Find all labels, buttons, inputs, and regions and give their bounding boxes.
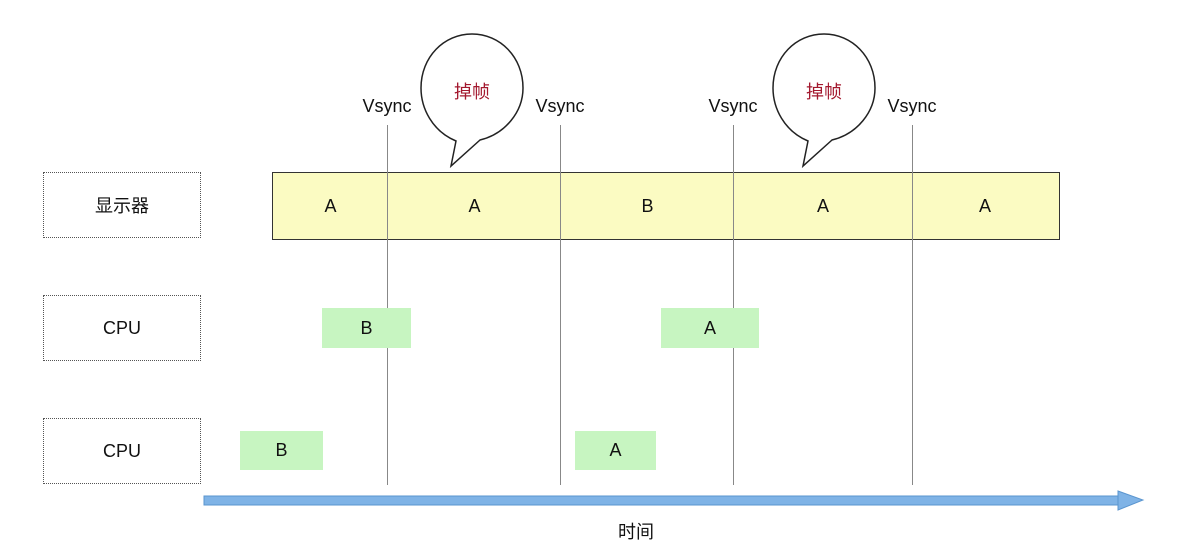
display-frame: A [324, 195, 337, 216]
speech-bubble-dropped-frame [420, 33, 524, 169]
time-axis-label: 时间 [618, 522, 654, 542]
display-frame: A [468, 195, 481, 216]
vsync-label: Vsync [708, 96, 758, 116]
cpu-block: B [240, 431, 323, 470]
display-frame: A [978, 195, 991, 216]
display-frame: A [816, 195, 829, 216]
vsync-line [733, 125, 734, 485]
row-label-cpu-1-text: CPU [102, 317, 141, 338]
cpu-block: A [661, 308, 759, 348]
row-label-cpu-2: CPU [43, 418, 201, 484]
row-label-cpu-2-text: CPU [102, 440, 141, 461]
row-label-cpu-1: CPU [43, 295, 201, 361]
vsync-label: Vsync [535, 96, 585, 116]
cpu-block: A [575, 431, 656, 470]
vsync-line [560, 125, 561, 485]
row-label-display: 显示器 [43, 172, 201, 238]
vsync-label: Vsync [362, 96, 412, 116]
row-label-display-text: 显示器 [95, 196, 149, 216]
time-axis-arrow [203, 490, 1145, 511]
display-timeline-bar: A A B A A [272, 172, 1060, 240]
speech-bubble-dropped-frame [772, 33, 876, 169]
vsync-line [387, 125, 388, 485]
dropped-frame-label: 掉帧 [454, 82, 490, 102]
dropped-frame-label: 掉帧 [806, 82, 842, 102]
display-frame: B [641, 195, 654, 216]
vsync-line [912, 125, 913, 485]
vsync-label: Vsync [887, 96, 937, 116]
cpu-block: B [322, 308, 411, 348]
